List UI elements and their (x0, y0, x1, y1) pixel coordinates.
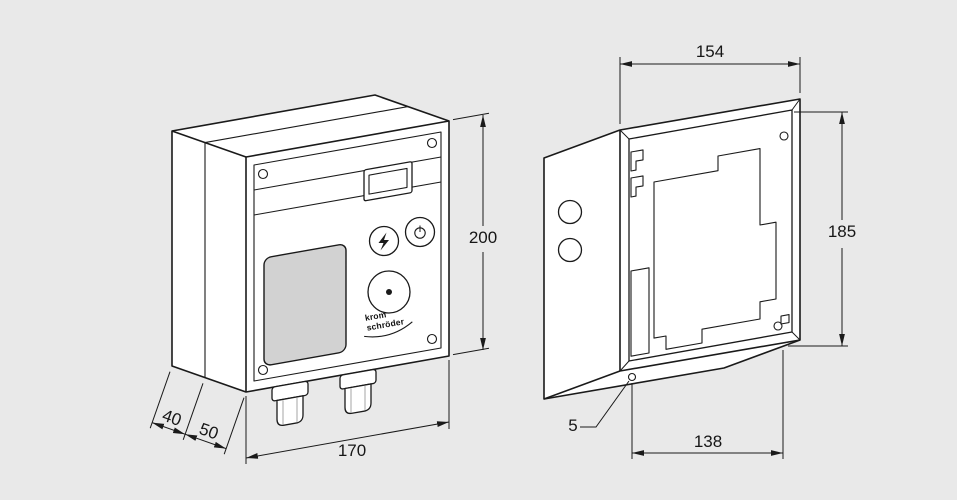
dimension-line (151, 422, 186, 435)
reset-icon (378, 232, 389, 251)
leader-line (580, 380, 630, 428)
side-bottom-edge (543, 370, 621, 400)
housing-seam-top (204, 106, 409, 144)
side-top-edge (171, 130, 247, 158)
front-view: krom schröder 200 170 (149, 94, 497, 464)
rear-view: 154 185 138 5 (543, 42, 856, 459)
dimension-label-hole: 5 (568, 416, 577, 435)
brand-logo-swoosh (364, 321, 413, 338)
dimension-label-height: 200 (469, 228, 497, 247)
panel-screws (257, 137, 438, 376)
screw-hole-top-right (779, 131, 789, 141)
opening-bottom-edge (619, 339, 801, 372)
back-wall-contour (653, 148, 777, 350)
front-window-glass (263, 243, 347, 366)
cable-gland-left (271, 380, 309, 427)
dimension-width-154: 154 (619, 42, 801, 124)
extension-line (182, 383, 204, 440)
rim-corner-line (791, 98, 801, 111)
dimension-label-height-right: 185 (828, 222, 856, 241)
front-panel-inset (253, 131, 442, 382)
gland-body (276, 395, 304, 427)
dimension-label-width: 170 (338, 441, 366, 460)
panel-screw (257, 168, 269, 180)
panel-screw (426, 137, 438, 149)
screw-hole-bottom-right (773, 321, 783, 331)
hinge-hook (630, 175, 644, 198)
dimension-width-170: 170 (245, 360, 450, 464)
dimension-height-185: 185 (788, 111, 856, 347)
rim-corner-line (619, 129, 630, 140)
rim-corner-line (619, 360, 630, 372)
front-top-edge (245, 120, 450, 158)
power-icon (414, 225, 426, 239)
clamp-pad-face (780, 314, 790, 325)
clamp-pad (780, 314, 790, 325)
dimension-label-width-bottom: 138 (694, 432, 722, 451)
panel-screw (426, 333, 438, 345)
panel-screw (257, 364, 269, 376)
drain-hole-5mm (627, 372, 637, 382)
extension-line (223, 397, 245, 455)
dimension-line (184, 433, 227, 450)
viewing-port-center-dot (386, 289, 392, 295)
brand-logo-line1: krom (364, 309, 387, 323)
dimension-line (245, 421, 450, 459)
left-mounting-slot (630, 267, 650, 357)
dimension-label-width-top: 154 (696, 42, 724, 61)
rim-corner-line (791, 331, 801, 341)
cable-knockout-bottom (557, 237, 583, 263)
hinge-hook (630, 149, 644, 172)
dimension-height-200: 200 (452, 112, 497, 356)
front-window (263, 243, 347, 366)
extension-line (452, 112, 490, 121)
dimension-hole-5: 5 (568, 380, 630, 435)
gland-shading (282, 397, 298, 425)
gland-shading (350, 385, 366, 413)
display-frame (363, 161, 413, 202)
cable-gland-right (339, 368, 377, 415)
cable-knockout-top (557, 199, 583, 225)
display-window (368, 167, 408, 195)
extension-line (149, 371, 171, 429)
dimension-width-138: 138 (631, 350, 784, 459)
gland-body (344, 383, 372, 415)
status-display (363, 161, 413, 202)
